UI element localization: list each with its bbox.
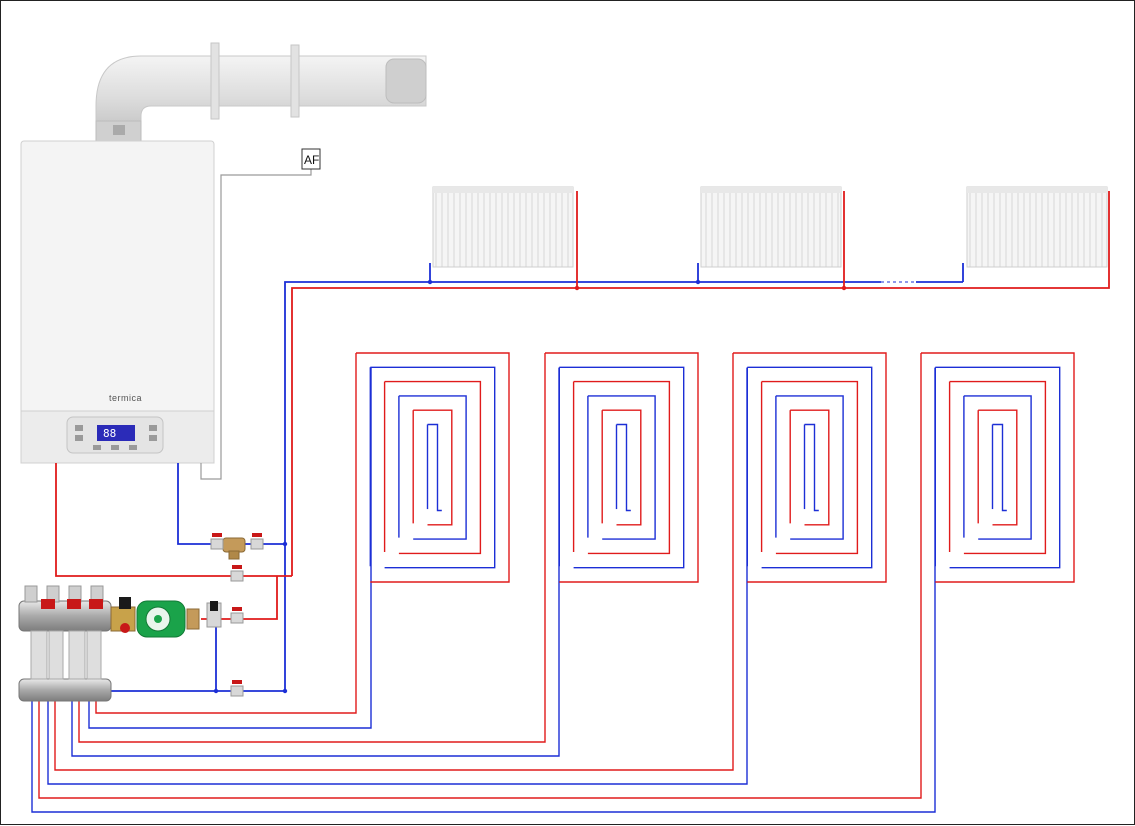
gas-boiler-icon: termica 88	[20, 140, 215, 464]
loop-pipe	[921, 352, 1075, 583]
floor-loop-2	[545, 352, 699, 583]
floor-loop-3	[733, 352, 887, 583]
ball-valve-icon	[230, 565, 244, 582]
loop-pipe	[963, 395, 1032, 540]
loop-pipe	[804, 423, 819, 512]
loop-pipe	[427, 423, 442, 512]
coaxial-flue-icon	[95, 42, 427, 142]
boiler-brand: termica	[109, 393, 142, 403]
sensor-label: AF	[304, 153, 319, 167]
ball-valve-icon	[210, 533, 224, 550]
mixing-pipes	[101, 576, 285, 692]
loop-pipe	[616, 423, 631, 512]
ball-valve-icon	[250, 533, 264, 550]
loop-pipe	[398, 395, 467, 540]
panel-radiator-icon	[966, 186, 1108, 268]
loop-pipe	[545, 352, 699, 583]
loop-pipe	[559, 366, 685, 569]
panel-radiator-icon	[432, 186, 574, 268]
circulation-pump-icon	[110, 597, 222, 638]
loop-pipe	[935, 366, 1061, 569]
loop-pipe	[356, 352, 510, 583]
radiator-supply-pipe	[291, 191, 1110, 576]
ball-valve-icon	[230, 680, 244, 697]
loop-pipe	[761, 380, 859, 555]
boiler-supply-pipe	[55, 463, 292, 577]
manifold-icon	[18, 585, 112, 702]
loop-pipe	[384, 380, 482, 555]
loop-pipe	[992, 423, 1007, 512]
loop-pipe	[978, 409, 1018, 526]
loop-pipe	[370, 366, 496, 569]
loop-pipe	[573, 380, 671, 555]
loop-pipe	[602, 409, 642, 526]
loop-pipe	[747, 366, 873, 569]
loop-pipe	[733, 352, 887, 583]
floor-loop-4	[921, 352, 1075, 583]
panel-radiator-icon	[700, 186, 842, 268]
boiler-display: 88	[103, 427, 116, 440]
floor-loop-1	[356, 352, 510, 583]
strainer-icon	[222, 537, 246, 560]
loop-pipe	[587, 395, 656, 540]
ball-valve-icon	[230, 607, 244, 624]
loop-pipe	[949, 380, 1047, 555]
radiators	[432, 186, 1108, 268]
floor-loops	[356, 352, 1075, 583]
radiator-return-pipe	[284, 263, 964, 691]
loop-pipe	[413, 409, 453, 526]
loop-pipe	[775, 395, 844, 540]
loop-pipe	[790, 409, 830, 526]
boiler-return-pipe	[177, 463, 285, 545]
floor-connection-pipes	[31, 353, 936, 813]
outdoor-sensor-icon: AF	[200, 148, 321, 480]
